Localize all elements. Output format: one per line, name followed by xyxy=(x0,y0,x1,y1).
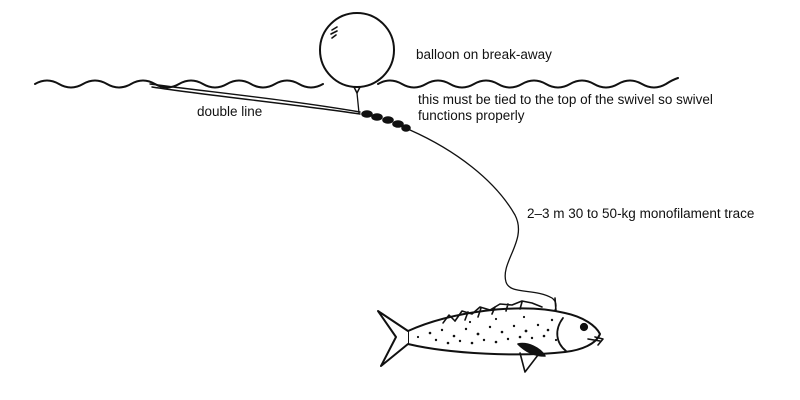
swivel-tie-note: this must be tied to the top of the swiv… xyxy=(418,92,713,124)
balloon-highlight xyxy=(330,26,338,39)
fish-gill xyxy=(556,317,567,352)
balloon-label: balloon on break-away xyxy=(416,47,552,62)
monofilament-trace xyxy=(409,129,557,311)
swivel-tie-note-line1: this must be tied to the top of the swiv… xyxy=(418,92,713,107)
fish-body xyxy=(407,307,601,356)
fish-pectoral-fin xyxy=(517,342,546,357)
fish-tail xyxy=(377,310,409,367)
swivel xyxy=(361,110,411,132)
water-surface xyxy=(34,77,679,89)
fish-small-fin xyxy=(442,314,456,324)
fish-eye xyxy=(579,322,589,332)
fish-mouth xyxy=(587,336,604,346)
breakaway-tie xyxy=(356,92,360,114)
balloon-knot xyxy=(353,86,361,94)
fish-ventral-fin xyxy=(519,352,539,373)
double-line xyxy=(149,83,361,115)
fish xyxy=(377,300,604,373)
swivel-tie-note-line2: functions properly xyxy=(418,108,525,123)
double-line-label: double line xyxy=(197,104,263,119)
balloon xyxy=(319,12,395,88)
trace-label: 2–3 m 30 to 50-kg monofilament trace xyxy=(527,206,755,221)
fish-dorsal-fin xyxy=(454,300,543,322)
fish-spots xyxy=(416,315,558,345)
